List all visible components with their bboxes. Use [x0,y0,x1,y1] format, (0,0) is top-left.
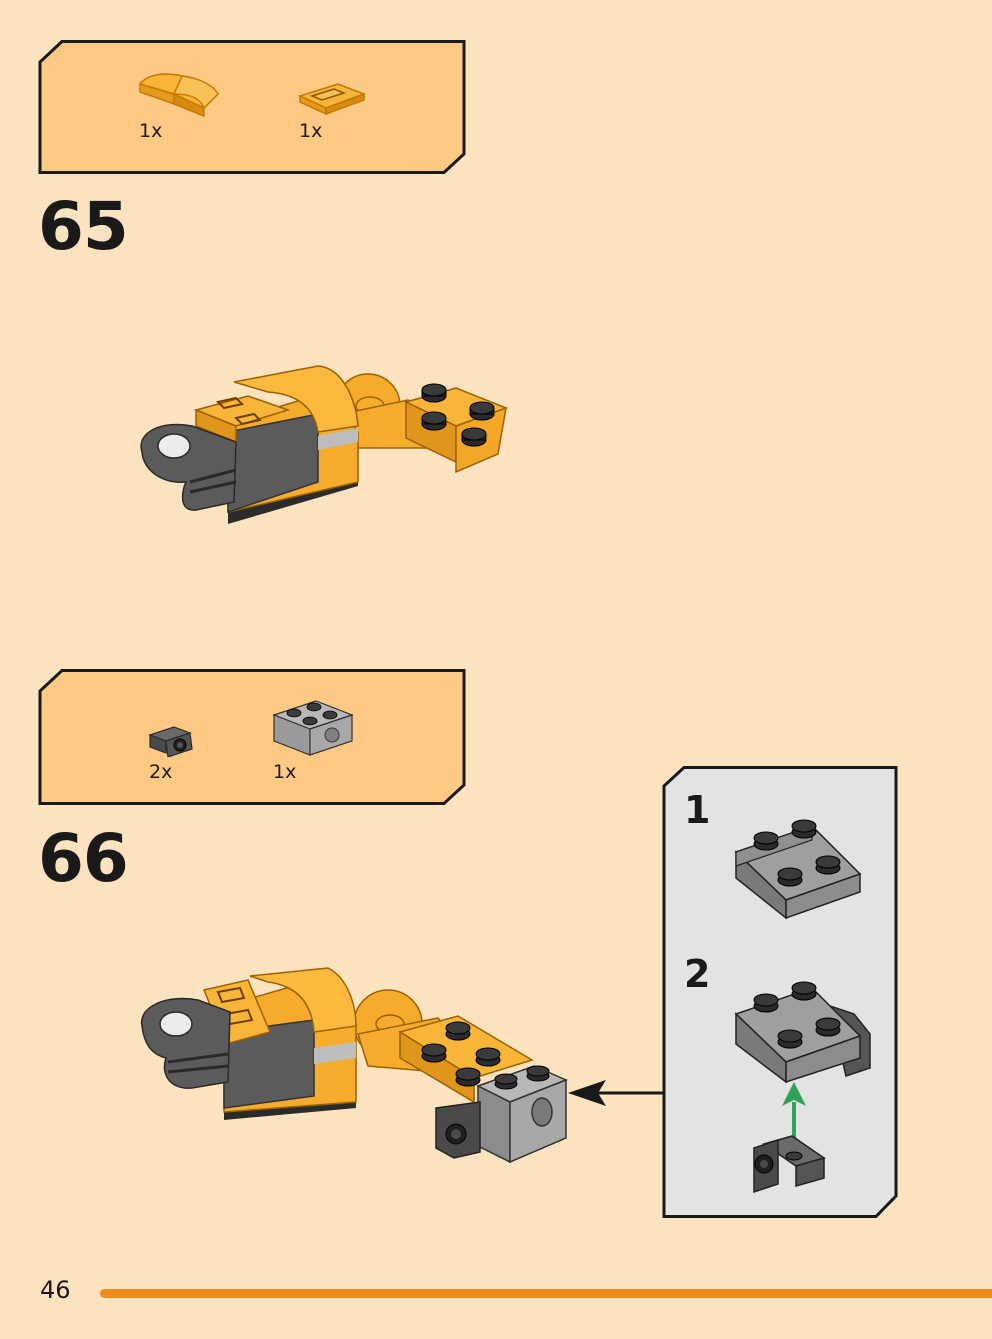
substep-number: 2 [684,952,711,996]
step-66-assembly-illustration [141,967,568,1164]
gray-plate-with-bracket-icon [734,819,862,920]
substep-number: 1 [684,788,711,832]
part-quantity: 1x [273,761,297,783]
gray-plate-with-attached-bracket-icon [734,981,871,1084]
yellow-curved-slope-icon [138,73,220,118]
parts-list-box-step-66: 2x 1x [38,669,466,805]
footer-accent-bar [100,1289,992,1298]
light-gray-technic-brick-icon [272,700,354,756]
dark-gray-bracket-icon [148,726,193,757]
part-quantity: 1x [299,120,323,142]
dark-gray-bracket-icon [753,1135,826,1194]
parts-box-frame [38,40,466,174]
assembly-direction-arrow [568,1080,666,1106]
step-number: 65 [38,188,129,265]
parts-box-frame [38,669,466,805]
yellow-tile-grille-icon [297,83,367,116]
part-quantity: 2x [149,761,173,783]
step-number: 66 [38,820,129,897]
part-quantity: 1x [139,120,163,142]
page-number: 46 [40,1276,71,1304]
parts-list-box-step-65: 1x 1x [38,40,466,174]
subassembly-callout-box: 1 2 [662,766,898,1218]
step-65-assembly-illustration [140,365,509,524]
